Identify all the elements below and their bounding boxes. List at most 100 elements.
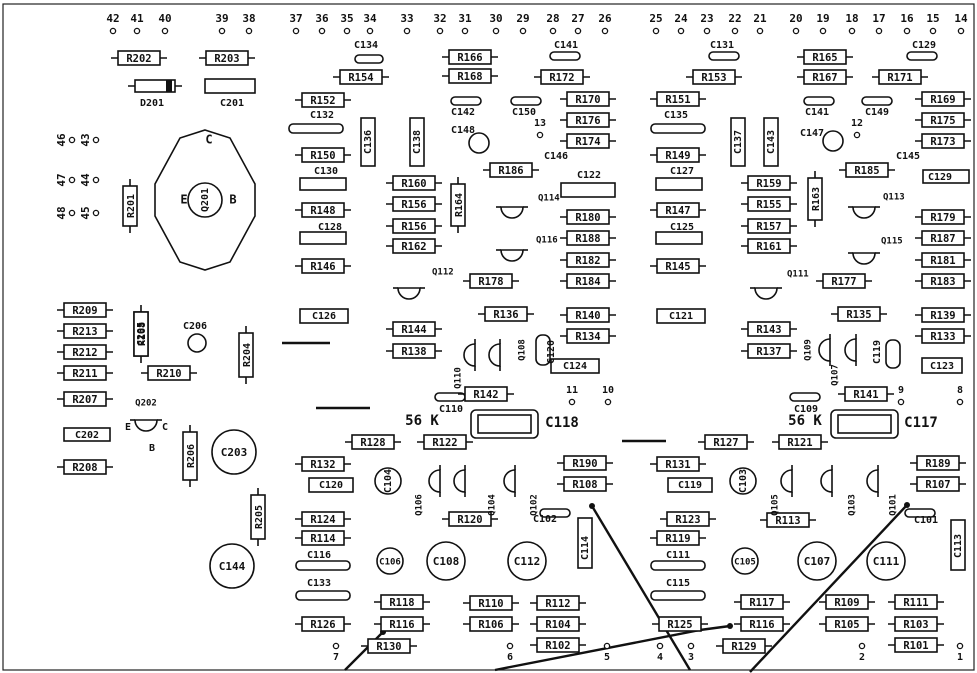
capacitor-label: C115 bbox=[666, 578, 690, 589]
resistor bbox=[698, 434, 754, 450]
capacitor-label: C128 bbox=[318, 222, 342, 233]
resistor-label: R167 bbox=[812, 72, 837, 84]
transistor bbox=[848, 252, 880, 265]
resistor bbox=[910, 455, 966, 471]
capacitor bbox=[656, 308, 706, 324]
resistor-value-label: 56 K bbox=[405, 413, 439, 429]
resistor-label: R159 bbox=[756, 178, 781, 190]
resistor bbox=[560, 112, 616, 128]
pin-number: 30 bbox=[489, 12, 502, 25]
resistor-label: R121 bbox=[787, 437, 812, 449]
resistor-label: R132 bbox=[310, 459, 335, 471]
pin-pad bbox=[343, 27, 351, 35]
pin-pad bbox=[92, 209, 100, 217]
resistor-label: R148 bbox=[310, 205, 335, 217]
resistor-label: R179 bbox=[930, 212, 955, 224]
pin-number: 41 bbox=[130, 12, 144, 25]
trace-endpoint bbox=[589, 503, 595, 509]
pin-pad bbox=[853, 131, 861, 139]
resistor-label: R147 bbox=[665, 205, 690, 217]
capacitor-label: C105 bbox=[734, 558, 756, 568]
transistor-label: Q202 bbox=[135, 399, 157, 409]
resistor bbox=[807, 171, 823, 227]
resistor-label: R157 bbox=[756, 221, 781, 233]
resistor-label: R187 bbox=[930, 233, 955, 245]
pin-pad bbox=[536, 131, 544, 139]
capacitor-label: C110 bbox=[439, 404, 463, 415]
resistor-label: R150 bbox=[310, 150, 335, 162]
transistor-label: Q103 bbox=[848, 494, 858, 516]
resistor-label: R168 bbox=[137, 322, 148, 346]
capacitor bbox=[204, 78, 256, 94]
resistor-label: R119 bbox=[665, 533, 690, 545]
capacitor bbox=[550, 358, 600, 374]
capacitor-body bbox=[789, 392, 821, 402]
resistor bbox=[111, 50, 167, 66]
pin-pad bbox=[506, 642, 514, 650]
pin-pad bbox=[957, 27, 965, 35]
resistor bbox=[333, 69, 389, 85]
resistor bbox=[483, 162, 539, 178]
transistor-label: Q110 bbox=[454, 367, 464, 389]
resistor-label: R155 bbox=[756, 199, 781, 211]
capacitor-body bbox=[288, 123, 344, 134]
pin-pad bbox=[245, 27, 253, 35]
capacitor-label: C132 bbox=[310, 110, 334, 121]
pin-number: 32 bbox=[433, 12, 446, 25]
capacitor-label: C141 bbox=[805, 107, 829, 118]
capacitor-body bbox=[549, 51, 581, 61]
resistor bbox=[530, 637, 586, 653]
resistor-label: R111 bbox=[903, 597, 928, 609]
capacitor-label: C205 bbox=[136, 322, 147, 346]
resistor-label: R211 bbox=[72, 368, 97, 380]
resistor-label: R206 bbox=[186, 444, 197, 468]
resistor bbox=[182, 425, 198, 487]
capacitor-label: C114 bbox=[580, 536, 591, 560]
resistor-label: R170 bbox=[575, 94, 600, 106]
capacitor bbox=[729, 467, 757, 495]
resistor-label: R169 bbox=[930, 94, 955, 106]
pin-pad bbox=[897, 398, 905, 406]
resistor bbox=[530, 595, 586, 611]
resistor-label: R153 bbox=[701, 72, 726, 84]
pin-pad bbox=[956, 642, 964, 650]
resistor bbox=[560, 307, 616, 323]
resistor-label: R137 bbox=[756, 346, 781, 358]
pin-pad bbox=[819, 27, 827, 35]
capacitor bbox=[921, 357, 963, 374]
pin-pad bbox=[68, 209, 76, 217]
capacitor-body bbox=[861, 96, 893, 106]
pin-pad bbox=[903, 27, 911, 35]
capacitor-body bbox=[650, 123, 706, 134]
capacitor bbox=[299, 308, 349, 324]
pin-pad bbox=[218, 27, 226, 35]
resistor-label: R117 bbox=[749, 597, 774, 609]
capacitor-label: C103 bbox=[738, 469, 749, 493]
resistor bbox=[199, 50, 255, 66]
resistor-label: R101 bbox=[903, 640, 928, 652]
resistor bbox=[295, 616, 351, 632]
capacitor bbox=[655, 177, 703, 191]
capacitor bbox=[426, 541, 466, 581]
resistor-label: R124 bbox=[310, 514, 335, 526]
capacitor bbox=[360, 117, 376, 167]
resistor-label: R140 bbox=[575, 310, 600, 322]
capacitor bbox=[209, 543, 255, 589]
resistor-label: R113 bbox=[775, 515, 800, 527]
capacitor-inner bbox=[837, 414, 892, 434]
resistor bbox=[534, 69, 590, 85]
resistor bbox=[386, 321, 442, 337]
pin-pad bbox=[858, 642, 866, 650]
pin-pad bbox=[656, 642, 664, 650]
capacitor bbox=[655, 231, 703, 245]
resistor bbox=[839, 162, 895, 178]
pin-number: 43 bbox=[79, 133, 92, 146]
resistor-label: R168 bbox=[457, 71, 482, 83]
transistor bbox=[463, 339, 476, 371]
capacitor-label: C119 bbox=[678, 480, 702, 491]
resistor bbox=[295, 530, 351, 546]
capacitor bbox=[730, 117, 746, 167]
